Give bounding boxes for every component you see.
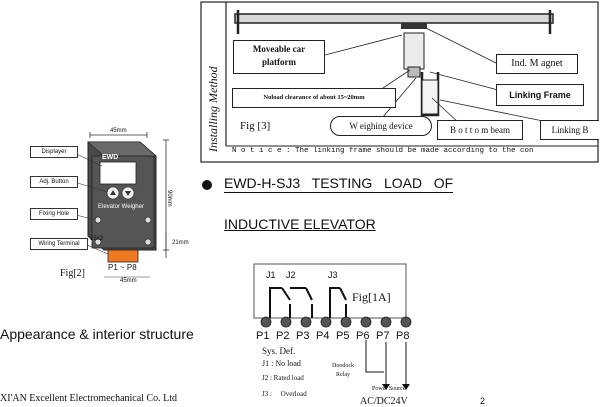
device-width-dimension: 45mm — [110, 128, 127, 134]
relay-label: Doodock Relay — [332, 363, 354, 378]
fig3-label: Fig [3] — [240, 120, 271, 132]
device-brand-text: Elevator Weigher — [98, 204, 144, 210]
power-voltage-label: AC/DC24V — [360, 396, 408, 407]
bottom-beam-label: B o t t o m beam — [437, 120, 523, 140]
linking-frame-label: Linking Frame — [496, 84, 584, 106]
pin-p2: P2 — [276, 330, 290, 342]
device-small-dimension: 15x3 — [90, 236, 104, 242]
j2-label: J2 — [286, 270, 296, 280]
pin-p1: P1 — [256, 330, 270, 342]
notice-text: N o t i c e : The linking frame should b… — [232, 147, 534, 155]
heading-line1: EWD-H-SJ3 TESTING LOAD OF — [224, 175, 454, 193]
wiring-figure: J1 J2 J3 Fig[1A] P1 P2 P3 P4 P5 P6 P7 P8… — [248, 260, 428, 407]
j1-definition: J1 : No load — [262, 359, 301, 368]
fig1a-label: Fig[1A] — [352, 290, 391, 304]
j3-label: J3 — [328, 270, 338, 280]
linking-b-label: Linking B — [540, 120, 599, 140]
installing-method-vertical-title: Installing Method — [206, 66, 220, 152]
j3-definition: J3 : Overload — [262, 390, 307, 398]
heading-bullet — [202, 180, 212, 190]
adj-button-label: Adj. Button — [30, 176, 78, 188]
footer-company: XI'AN Excellent Electromechanical Co. Lt… — [0, 393, 178, 404]
j2-definition: J2 : Rated load — [262, 374, 304, 382]
heading-line2: INDUCTIVE ELEVATOR — [224, 216, 376, 232]
j1-label: J1 — [266, 270, 276, 280]
device-screen-text: EWD — [102, 154, 119, 161]
installing-method-drawing — [200, 1, 599, 163]
pin-p7: P7 — [376, 330, 390, 342]
device-figure: 45mm 90mm 21mm Displayer Adj. Button Fix… — [0, 120, 200, 290]
wiring-drawing — [253, 263, 412, 390]
page-number: 2 — [480, 396, 486, 406]
pin-p5: P5 — [336, 330, 350, 342]
pin-p6: P6 — [356, 330, 370, 342]
power-source-label: Power Source — [372, 386, 406, 392]
pin-p4: P4 — [316, 330, 330, 342]
pin-p8: P8 — [396, 330, 410, 342]
device-side-dimension: 21mm — [172, 240, 189, 246]
wiring-terminal-label: Wiring Terminal — [30, 238, 88, 250]
weighing-device-label: W eighing device — [330, 116, 432, 136]
moveable-car-label: Moveable car platform — [233, 40, 325, 74]
terminal-range-label: P1 ~ P8 — [108, 263, 137, 272]
device-drawing — [71, 132, 169, 278]
sys-def-label: Sys. Def. — [262, 346, 296, 356]
ind-magnet-label: Ind. M agnet — [496, 54, 578, 74]
pin-p3: P3 — [296, 330, 310, 342]
device-bottom-dimension: 45mm — [120, 278, 137, 284]
fig2-label: Fig[2] — [60, 268, 85, 279]
device-height-dimension: 90mm — [166, 190, 172, 207]
fixing-hole-label: Fixing Hole — [30, 208, 78, 220]
displayer-label: Displayer — [30, 146, 78, 158]
noload-clearance-label: Noload clearance of about 15~20mm — [232, 88, 396, 108]
installing-method-figure: Installing Method Moveable car platform … — [0, 0, 600, 170]
appearance-caption: Appearance & interior structure — [0, 326, 194, 342]
